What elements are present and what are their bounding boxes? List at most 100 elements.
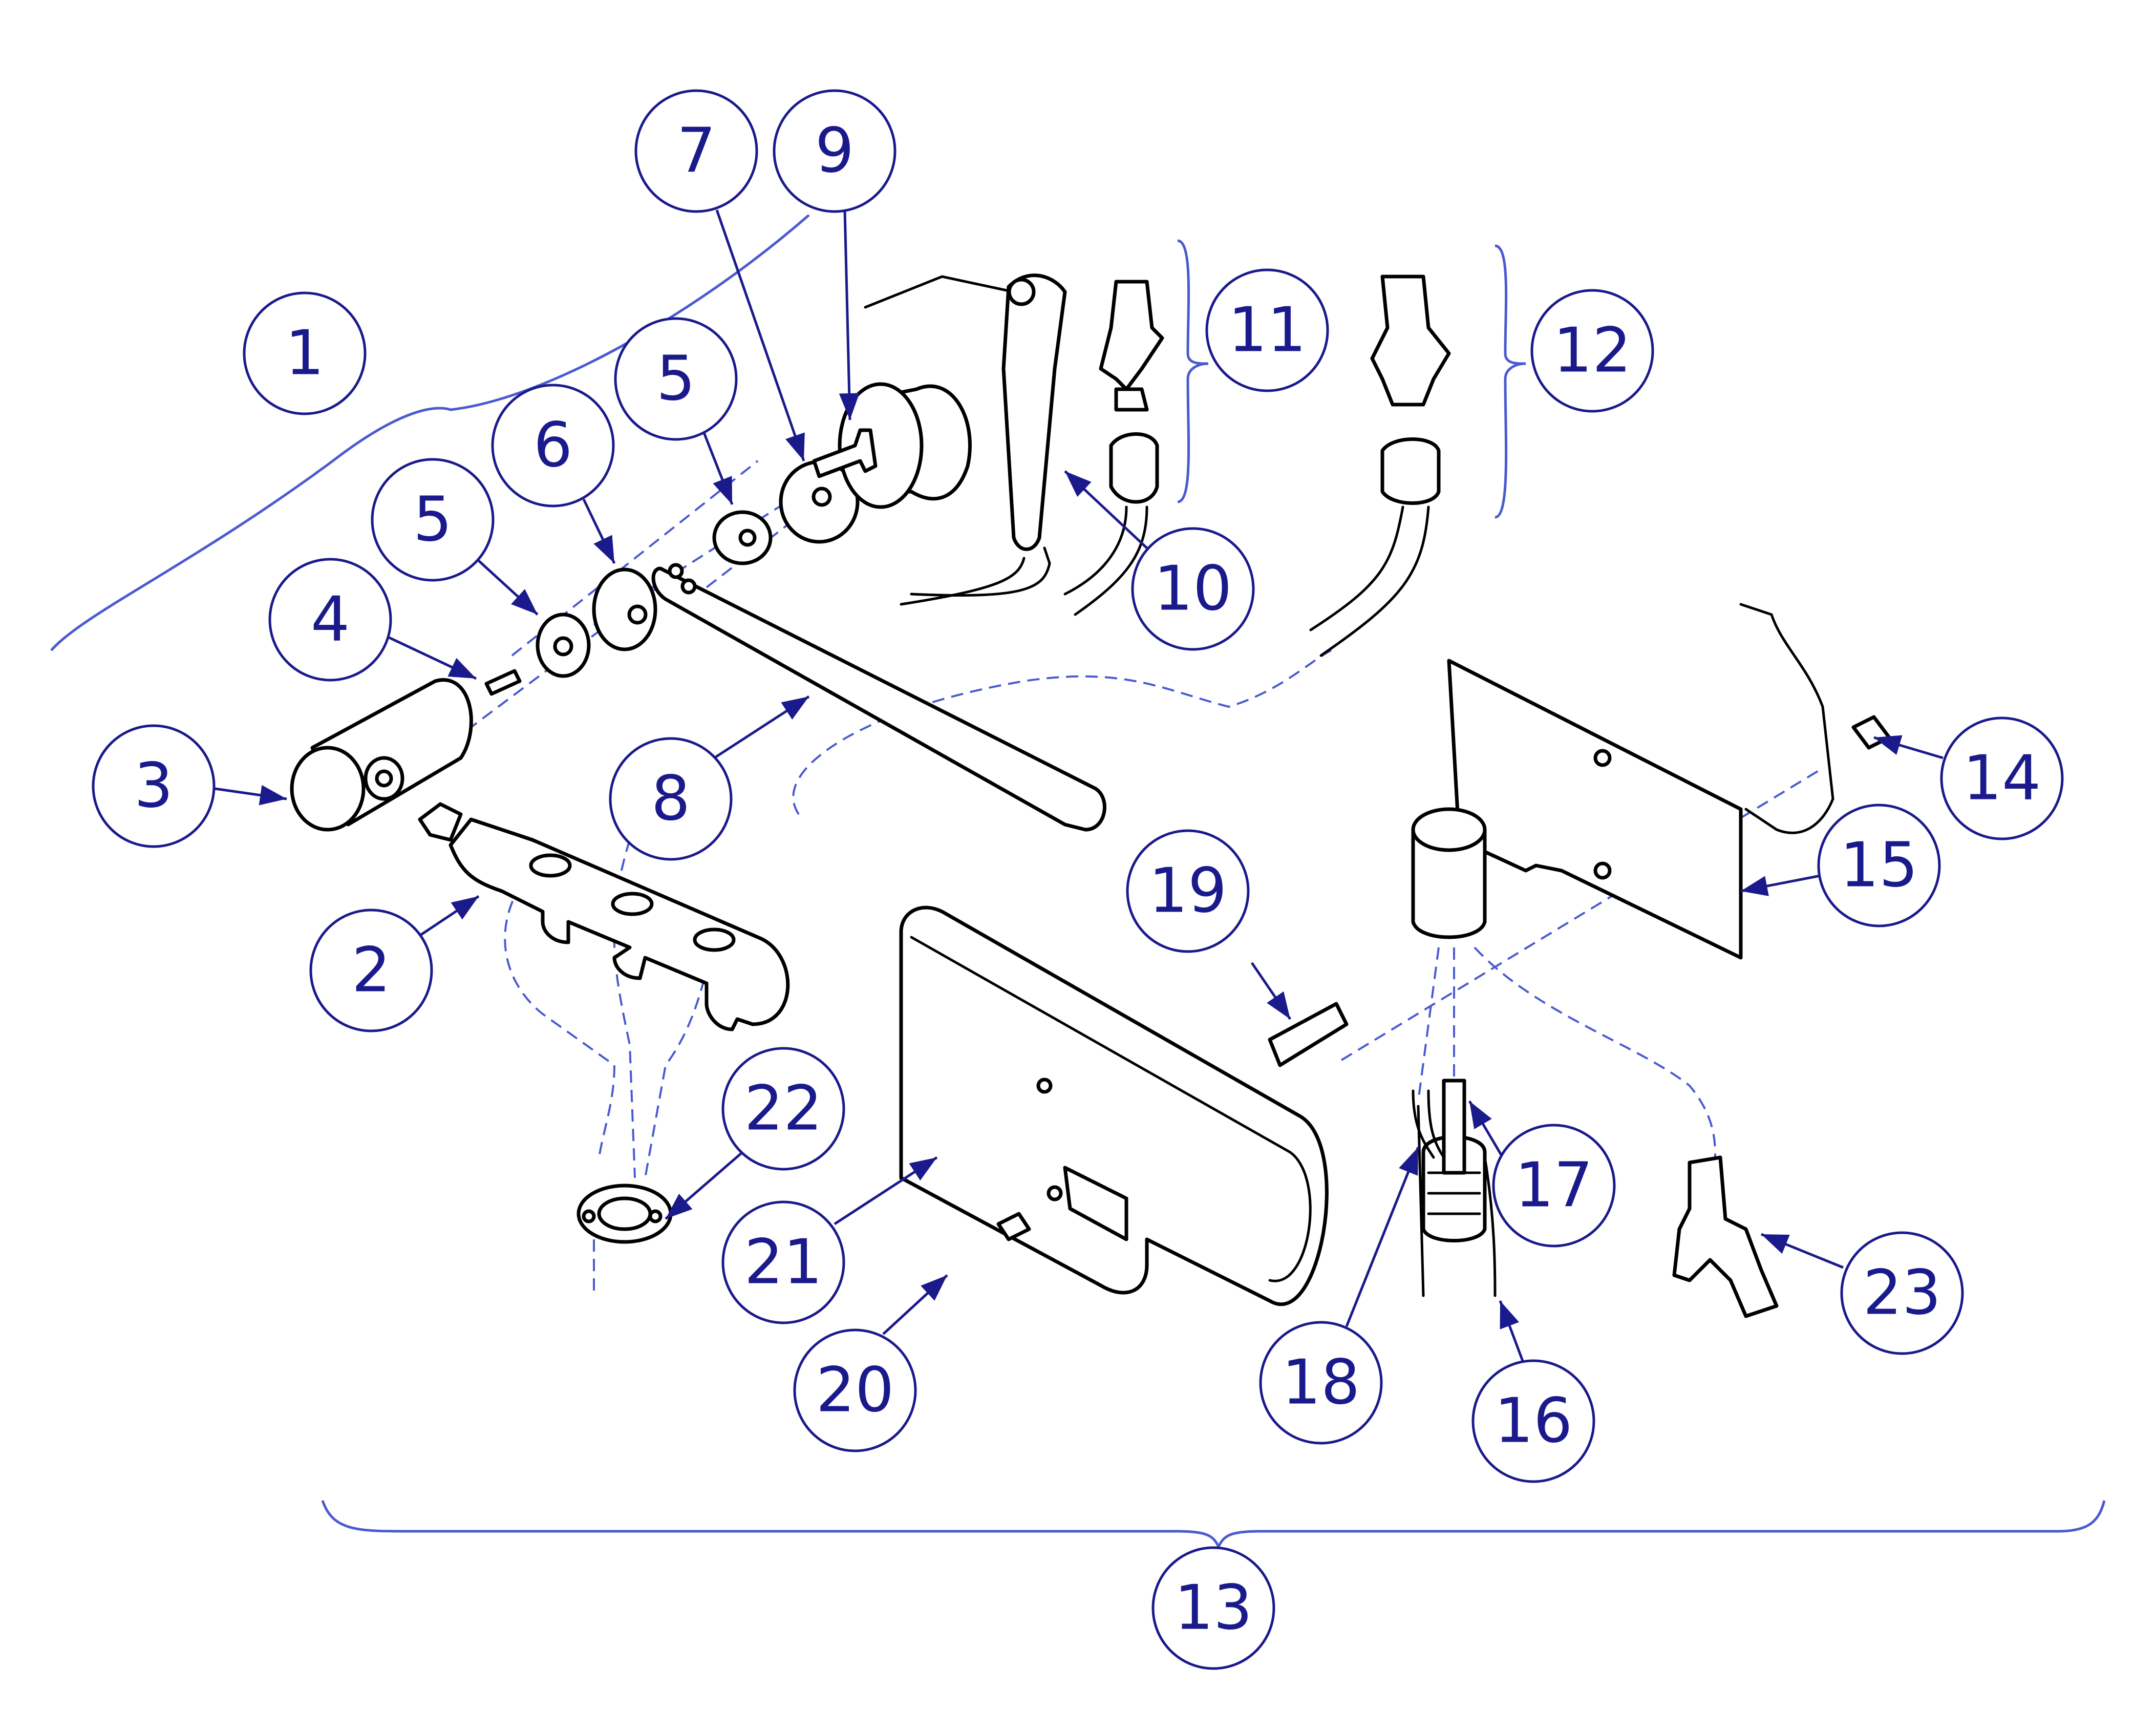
svg-text:20: 20 [816,1355,894,1426]
svg-text:8: 8 [651,764,690,835]
arrowhead-21 [909,1157,937,1181]
arrowhead-23 [1761,1234,1790,1254]
arrowhead-10 [1065,471,1092,497]
washer-hole-upper [738,529,757,547]
svg-text:2: 2 [352,935,391,1006]
svg-text:22: 22 [744,1073,823,1145]
arrowhead-19 [1267,991,1290,1019]
arrowhead-16 [1500,1301,1519,1329]
svg-text:16: 16 [1495,1386,1573,1457]
arrowhead-8 [781,696,809,720]
arrowhead-7 [785,432,805,461]
callout-5-upper: 5 [614,317,738,441]
washer-hole [553,636,573,657]
callout-4: 4 [268,558,392,682]
callout-8: 8 [609,737,733,861]
brace-13 [321,1500,2106,1550]
svg-text:7: 7 [677,116,716,187]
cam-disc-part [592,567,657,651]
cam-disc-hole [627,604,648,625]
leader-line-7 [715,209,805,461]
arrowhead-5-lower [511,589,538,615]
arrowhead-22 [666,1193,693,1219]
arrowhead-5-upper [713,476,732,504]
hose-bundle-part [1412,1079,1497,1297]
svg-text:10: 10 [1154,554,1232,625]
arm-hole-b [680,578,697,595]
screw-part-20 [996,1212,1031,1241]
arrowhead-18 [1399,1147,1418,1176]
svg-text:4: 4 [311,584,350,656]
svg-text:23: 23 [1863,1258,1941,1329]
cover-housing-part [899,905,1329,1306]
arrowhead-4 [447,658,476,679]
svg-text:5: 5 [656,344,695,415]
callout-10: 10 [1131,527,1255,651]
knob-part [812,382,972,509]
tip-part-12 [1309,275,1451,657]
tip-part-11 [1063,280,1164,616]
svg-text:1: 1 [285,318,324,389]
callout-7: 7 [634,89,758,213]
callout-21: 21 [721,1200,845,1324]
callout-19: 19 [1126,829,1250,953]
callout-layer: 1 2 3 4 5 5 6 7 8 9 10 11 12 13 14 15 16… [92,89,2064,1670]
svg-text:18: 18 [1282,1347,1360,1419]
arrowhead-15 [1741,876,1769,896]
callout-20: 20 [793,1328,917,1452]
callout-18: 18 [1259,1321,1383,1445]
svg-text:15: 15 [1840,830,1918,901]
mounting-plate-part [1411,659,1743,960]
callout-9: 9 [773,89,896,213]
arrowhead-20 [921,1275,947,1301]
svg-text:14: 14 [1963,743,2041,814]
svg-text:11: 11 [1228,295,1307,366]
bushing-part [1268,1002,1349,1067]
arrowhead-9 [839,393,860,420]
set-screw-part [484,669,522,696]
valve-fitting-part [1672,1155,1779,1318]
brace-12 [1495,244,1526,519]
callout-22: 22 [721,1047,845,1171]
arm-bar-part [651,566,1106,832]
svg-text:19: 19 [1149,856,1227,927]
callout-11: 11 [1205,268,1329,392]
leader-line-18 [1345,1147,1420,1327]
svg-text:17: 17 [1515,1150,1593,1221]
svg-text:6: 6 [533,410,572,481]
callout-6: 6 [491,384,615,508]
arrowhead-17 [1469,1101,1492,1129]
callout-16: 16 [1471,1359,1595,1483]
holder-bar-part [418,802,790,1031]
callout-17: 17 [1492,1124,1616,1248]
callout-13: 13 [1151,1546,1275,1670]
svg-text:21: 21 [744,1227,823,1298]
spring-washer-hole [812,487,832,507]
callout-12: 12 [1530,289,1654,413]
syringe-handpiece-part [864,273,1067,606]
nut-part [577,1184,673,1244]
svg-text:5: 5 [413,484,452,556]
callout-3: 3 [92,724,216,848]
cylinder-handle-part [290,678,473,832]
parts-artwork [290,273,1891,1318]
wall-bracket-outline [1739,603,1834,834]
callout-15: 15 [1817,804,1941,927]
brace-11 [1177,239,1209,503]
callout-5-lower: 5 [371,458,495,582]
svg-text:3: 3 [134,751,173,822]
callout-2: 2 [309,909,433,1032]
arrowhead-6 [593,535,614,563]
callout-14: 14 [1940,716,2064,840]
svg-text:12: 12 [1553,315,1632,387]
callout-23: 23 [1840,1231,1964,1355]
svg-text:13: 13 [1175,1573,1253,1644]
svg-text:9: 9 [815,116,854,187]
arrowhead-3 [259,785,287,806]
arrowhead-2 [451,896,479,920]
callout-1: 1 [243,291,367,415]
arrowhead-14 [1874,735,1903,755]
leader-line-9 [843,209,851,420]
leader-lines [215,209,1944,1363]
